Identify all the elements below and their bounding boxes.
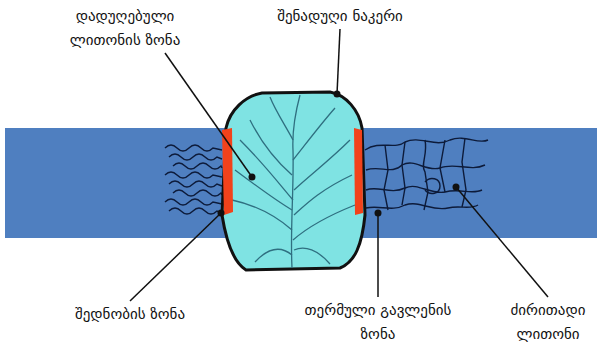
weld-bead	[222, 92, 365, 270]
part-label: თერმული გავლენის ზონა	[303, 298, 453, 346]
fusion-zone-right	[354, 128, 363, 215]
part-label: შენადუღი ნაკერი	[270, 4, 410, 28]
grain-line	[366, 163, 485, 170]
grain-line	[366, 186, 482, 192]
fusion-zone-left	[222, 128, 233, 215]
grain-line	[366, 204, 478, 209]
leader-dot	[453, 184, 460, 191]
grain-line	[165, 172, 222, 178]
grain-line	[423, 140, 428, 210]
part-label: დადუღებული ლითონის ზონა	[40, 4, 210, 52]
grain-line	[440, 140, 445, 192]
grain-line	[402, 142, 405, 205]
leader-line	[377, 213, 379, 297]
grain-line	[165, 145, 222, 151]
grain-line	[425, 179, 440, 194]
grain-line	[169, 154, 222, 160]
leader-line	[337, 29, 340, 94]
leader-line	[165, 53, 252, 177]
grain-line	[169, 181, 222, 187]
weld-grains	[232, 95, 355, 268]
leader-dot	[218, 210, 225, 217]
grain-line	[462, 138, 466, 207]
leader-dot	[334, 91, 341, 98]
grain-line	[173, 163, 222, 169]
grain-line	[173, 190, 222, 196]
grain-line	[384, 145, 388, 210]
part-label: შედნობის ზონა	[20, 302, 240, 326]
leader-line	[456, 187, 548, 297]
grain-line	[169, 208, 222, 214]
leader-dot	[375, 210, 382, 217]
grain-line	[365, 138, 488, 150]
grain-line	[165, 199, 222, 205]
leader-dot	[249, 174, 256, 181]
part-label: ძირითადი ლითონი	[498, 298, 598, 346]
leader-line	[130, 213, 221, 301]
